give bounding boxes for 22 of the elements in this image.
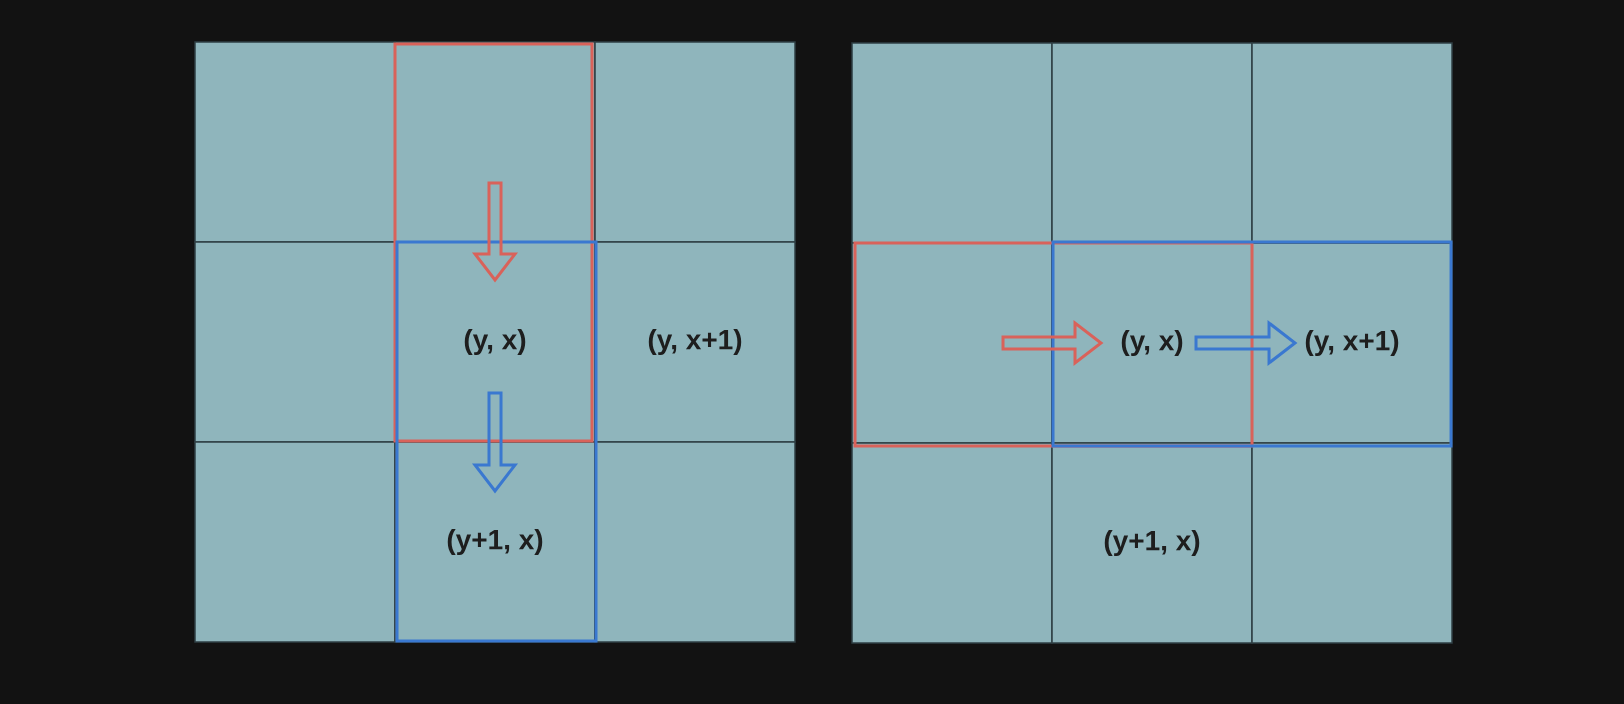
grid-cell (851, 42, 1053, 244)
grid-cell (194, 241, 396, 443)
grid-cell: (y, x+1) (594, 241, 796, 443)
block-arrow (1001, 319, 1104, 367)
grid-cell: (y, x) (394, 241, 596, 443)
grid-cell (594, 41, 796, 243)
grid-cell (194, 41, 396, 243)
grid-cell (394, 41, 596, 243)
grid-cell: (y, x) (1051, 242, 1253, 444)
grid-cell (851, 242, 1053, 444)
block-arrow (1194, 319, 1298, 367)
grid-cell: (y, x+1) (1251, 242, 1453, 444)
grid-cell (1251, 42, 1453, 244)
grid-cell (594, 441, 796, 643)
grid-cell: (y+1, x) (394, 441, 596, 643)
block-arrow (471, 391, 519, 494)
block-arrow (471, 181, 519, 283)
grid-cell (1251, 442, 1453, 644)
grid-cell (851, 442, 1053, 644)
grid-cell: (y+1, x) (1051, 442, 1253, 644)
grid-cell (1051, 42, 1253, 244)
grid-cell (194, 441, 396, 643)
